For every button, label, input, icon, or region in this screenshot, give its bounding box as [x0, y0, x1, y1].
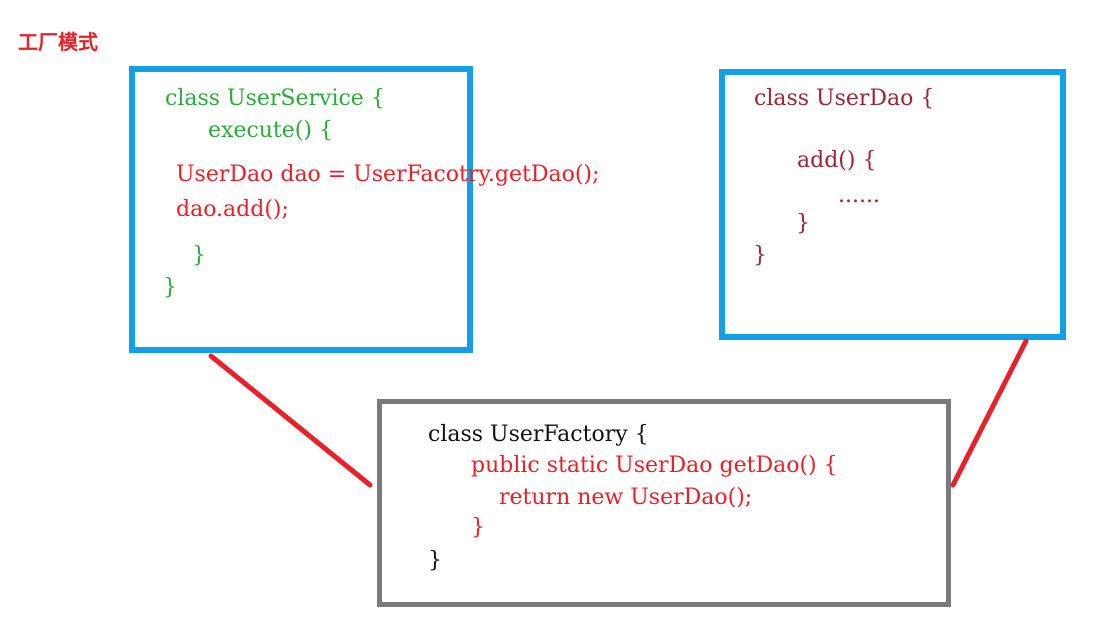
- user-dao-add-line: add() {: [797, 148, 877, 173]
- user-service-execute-line: execute() {: [208, 118, 333, 143]
- user-factory-return-line: return new UserDao();: [499, 485, 753, 510]
- user-service-class-line: class UserService {: [165, 86, 385, 111]
- user-dao-body-line: ......: [838, 183, 880, 208]
- user-dao-class-close-line: }: [753, 243, 767, 268]
- user-dao-class-line: class UserDao {: [754, 86, 935, 111]
- service-factory-connector: [208, 353, 373, 488]
- user-factory-class-line: class UserFactory {: [428, 422, 649, 447]
- user-factory-box: [377, 399, 951, 607]
- user-service-execute-close-line: }: [192, 243, 206, 268]
- user-dao-add-close-line: }: [796, 211, 810, 236]
- dao-factory-connector: [950, 338, 1029, 488]
- user-service-box: [129, 66, 473, 353]
- user-service-class-close-line: }: [163, 275, 177, 300]
- user-factory-get-dao-method-line: public static UserDao getDao() {: [471, 453, 838, 478]
- user-service-add-call-line: dao.add();: [176, 197, 289, 222]
- user-factory-method-close-line: }: [471, 515, 485, 540]
- user-factory-class-close-line: }: [428, 548, 442, 573]
- user-service-get-dao-line: UserDao dao = UserFacotry.getDao();: [176, 162, 600, 187]
- diagram-title: 工厂模式: [18, 30, 98, 54]
- user-dao-box: [719, 69, 1066, 340]
